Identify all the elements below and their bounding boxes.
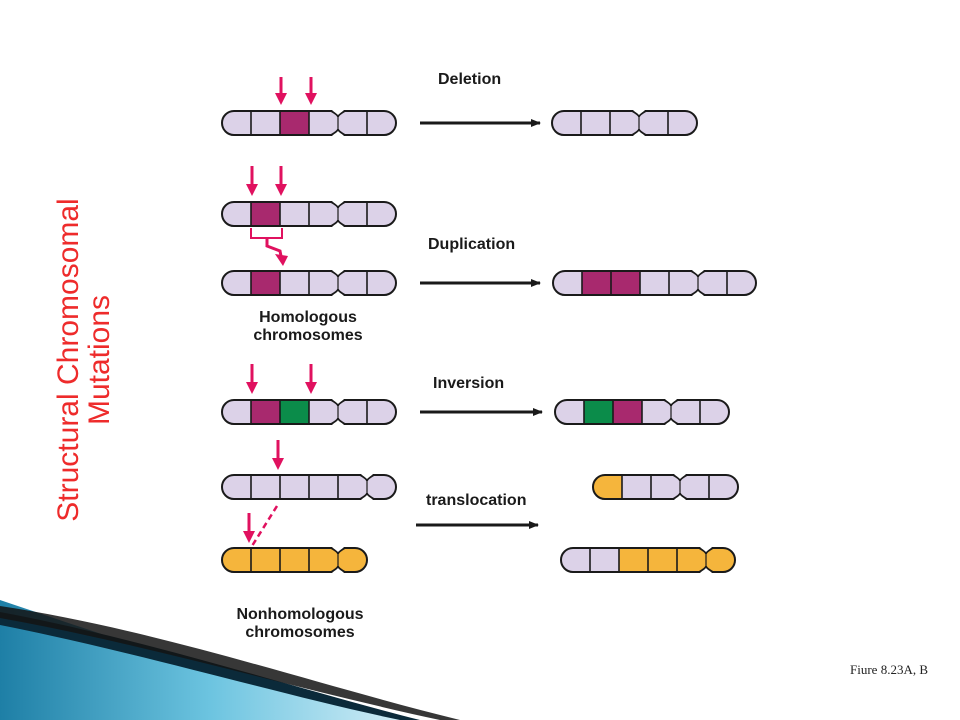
chromosome-segment	[280, 475, 309, 499]
chromosome-segment	[648, 548, 677, 572]
chromosome-segment	[367, 202, 396, 226]
chromosome-segment	[581, 111, 610, 135]
chromosome-segment	[613, 400, 642, 424]
chromosome-duplication-homolog-2	[221, 270, 397, 296]
chromosome-translocation-orange	[221, 547, 368, 573]
nonhomologous-line-2: chromosomes	[245, 624, 355, 641]
chromosome-segment	[619, 548, 648, 572]
chromosome-segment	[338, 548, 367, 572]
chromosome-segment	[338, 400, 367, 424]
chromosome-segment	[709, 475, 738, 499]
duplication-bracket-arrow	[250, 228, 288, 266]
label-homologous-chromosomes: Homologous chromosomes	[253, 309, 362, 345]
chromosome-segment	[222, 548, 251, 572]
chromosome-segment	[222, 111, 251, 135]
chromosome-segment	[727, 271, 756, 295]
homologous-line-2: chromosomes	[253, 327, 363, 344]
chromosome-duplication-result	[552, 270, 757, 296]
chromosome-segment	[555, 400, 584, 424]
chromosome-segment	[584, 400, 613, 424]
label-deletion: Deletion	[438, 71, 502, 88]
chromosome-segment	[280, 548, 309, 572]
chromosome-duplication-homolog-1	[221, 201, 397, 227]
chromosome-segment	[367, 271, 396, 295]
chromosome-segment	[338, 111, 367, 135]
chromosome-segment	[367, 111, 396, 135]
chromosome-segment	[367, 475, 396, 499]
chromosome-segment	[309, 475, 338, 499]
chromosome-segment	[698, 271, 727, 295]
chromosome-segment	[611, 271, 640, 295]
chromosome-deletion-original	[221, 110, 397, 136]
chromosome-segment	[706, 548, 735, 572]
chromosome-translocation-lavender	[221, 474, 397, 500]
chromosome-segment	[338, 271, 367, 295]
pointer-arrow-inversion-1	[246, 364, 258, 394]
chromosome-segment	[280, 111, 309, 135]
chromosome-segment	[590, 548, 619, 572]
chromosome-translocation-result-2	[560, 547, 736, 573]
label-nonhomologous-chromosomes: Nonhomologous chromosomes	[236, 606, 363, 642]
chromosome-inversion-result	[554, 399, 730, 425]
chromosome-segment	[669, 271, 698, 295]
chromosome-segment	[700, 400, 729, 424]
chromosome-segment	[309, 271, 338, 295]
pointer-arrow-duplication-2	[275, 166, 287, 196]
pointer-arrow-translocation-2	[243, 513, 255, 543]
chromosome-segment	[280, 271, 309, 295]
chromosome-segment	[338, 475, 367, 499]
label-inversion: Inversion	[433, 375, 505, 392]
nonhomologous-line-1: Nonhomologous	[236, 606, 364, 623]
chromosome-segment	[642, 400, 671, 424]
chromosome-segment	[280, 202, 309, 226]
chromosome-segment	[222, 202, 251, 226]
chromosome-segment	[309, 202, 338, 226]
chromosome-segment	[668, 111, 697, 135]
chromosome-segment	[622, 475, 651, 499]
chromosome-segment	[593, 475, 622, 499]
chromosome-segment	[251, 271, 280, 295]
chromosome-segment	[671, 400, 700, 424]
chromosome-segment	[251, 202, 280, 226]
pointer-arrow-deletion-2	[305, 77, 317, 105]
homologous-line-1: Homologous	[259, 309, 357, 326]
label-duplication: Duplication	[428, 236, 516, 253]
chromosome-segment	[651, 475, 680, 499]
chromosome-segment	[280, 400, 309, 424]
chromosome-deletion-result	[551, 110, 698, 136]
label-translocation: translocation	[426, 492, 527, 509]
chromosome-segment	[582, 271, 611, 295]
chromosome-segment	[251, 111, 280, 135]
chromosome-segment	[251, 548, 280, 572]
chromosome-segment	[677, 548, 706, 572]
chromosome-segment	[552, 111, 581, 135]
pointer-arrow-translocation-1	[272, 440, 284, 470]
chromosome-segment	[367, 400, 396, 424]
pointer-arrow-duplication-1	[246, 166, 258, 196]
chromosome-segment	[309, 111, 338, 135]
chromosome-segment	[561, 548, 590, 572]
translocation-break-dashed-line	[250, 505, 279, 547]
figure-caption: Fiure 8.23A, B	[850, 662, 928, 677]
pointer-arrow-inversion-2	[305, 364, 317, 394]
chromosome-segment	[251, 475, 280, 499]
chromosome-segment	[610, 111, 639, 135]
pointer-arrow-deletion-1	[275, 77, 287, 105]
chromosome-segment	[251, 400, 280, 424]
chromosome-segment	[680, 475, 709, 499]
chromosome-segment	[553, 271, 582, 295]
chromosome-segment	[222, 271, 251, 295]
chromosome-segment	[639, 111, 668, 135]
chromosome-segment	[222, 475, 251, 499]
chromosome-segment	[338, 202, 367, 226]
chromosome-translocation-result-1	[592, 474, 739, 500]
chromosome-segment	[640, 271, 669, 295]
chromosome-inversion-original	[221, 399, 397, 425]
chromosome-segment	[222, 400, 251, 424]
chromosome-segment	[309, 400, 338, 424]
chromosome-segment	[309, 548, 338, 572]
